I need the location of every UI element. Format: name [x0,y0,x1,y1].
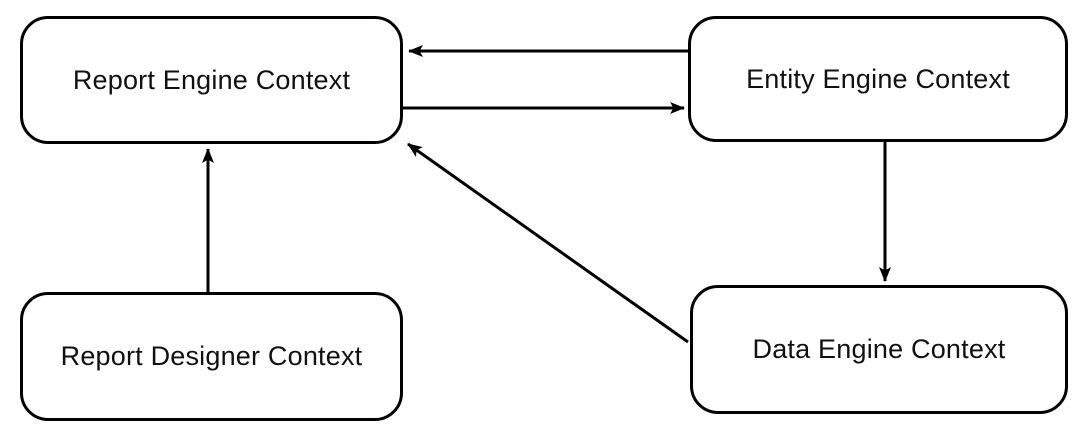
node-label: Report Engine Context [72,64,351,95]
node-label: Entity Engine Context [746,63,1010,94]
node-label: Report Designer Context [60,341,363,371]
node-label: Data Engine Context [752,334,1006,364]
edge-data-engine-to-report-engine [407,142,689,344]
node-data-engine-context: Data Engine Context [690,285,1068,414]
node-report-designer-context: Report Designer Context [20,292,403,421]
node-entity-engine-context: Entity Engine Context [688,16,1068,142]
node-report-engine-context: Report Engine Context [20,16,403,144]
